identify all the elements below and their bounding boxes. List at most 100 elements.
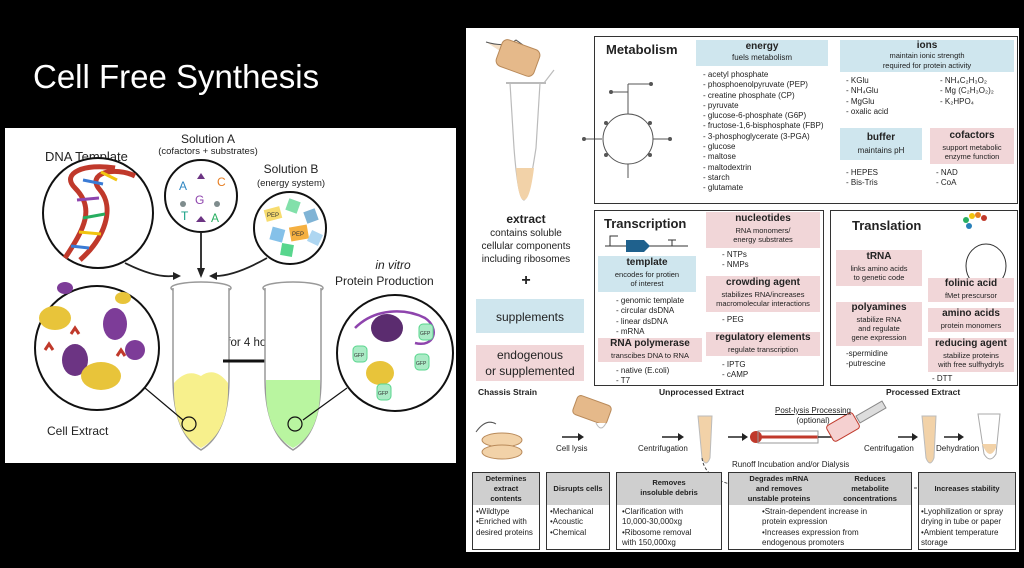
list-item: - NTPs [722, 250, 747, 259]
reducing-agent-list: - DTT [932, 374, 952, 384]
chassis-strain-label: Chassis Strain [478, 387, 538, 397]
step-1-head-2: extract [493, 484, 519, 493]
list-item: - Bis-Tris [846, 178, 878, 188]
list-item: storage [921, 537, 948, 547]
polyamines-card [836, 302, 922, 346]
list-item: protein expression [762, 517, 828, 527]
cell-lysis-label: Cell lysis [556, 444, 588, 453]
crowding-agent-card [706, 276, 820, 312]
list-item: •Enriched with [476, 517, 527, 527]
energy-sub: fuels metabolism [731, 53, 793, 62]
ions-title: ions [916, 40, 938, 51]
post-lysis-label: Post-lysis Processing [774, 406, 852, 415]
list-item: drying in tube or paper [921, 517, 1002, 527]
regulatory-card [706, 332, 820, 356]
pep-label-1: PEP [267, 213, 279, 219]
step-4-head2-2: metabolite [851, 484, 889, 493]
endogenous-line-1: endogenous [496, 348, 564, 362]
regulatory-list: - IPTG- cAMP [722, 360, 748, 381]
plus-sign: + [521, 272, 531, 289]
metabolism-title: Metabolism [606, 42, 678, 57]
crowding-agent-list: - PEG [722, 315, 744, 325]
step-2-head-1: Disrupts cells [553, 484, 603, 493]
list-item: - NH₄C₂H₃O₂ [940, 76, 987, 85]
step-1-head-1: Determines [485, 474, 527, 483]
list-item: - DTT [932, 374, 953, 383]
list-item: •Chemical [550, 527, 587, 537]
gfp-label-2: GFP [416, 361, 427, 367]
list-item: - maltodextrin [703, 162, 752, 172]
step-3-header [617, 473, 721, 505]
solution-a-title: Solution A [180, 132, 236, 146]
ions-sub-2: required for protein activity [882, 61, 972, 70]
translation-title: Translation [852, 218, 922, 233]
letter-t: T [181, 209, 189, 223]
list-item: •Lyophilization or spray [921, 507, 1004, 516]
buffer-sub: maintains pH [857, 146, 905, 155]
cofactors-list: - NAD- CoA [936, 168, 958, 189]
rna-polymerase-list: - native (E.coli)- T7 [616, 366, 669, 387]
step-3-head-2: insoluble debris [640, 488, 698, 497]
metabolism-box [594, 36, 1018, 204]
buffer-list: - HEPES- Bis-Tris [846, 168, 878, 189]
letter-g: G [195, 193, 204, 207]
right-panel: Metabolism energy fuels metabolism - ace… [466, 28, 1019, 552]
solution-a-subtitle: (cofactors + substrates) [158, 146, 258, 157]
list-item: - pyruvate [703, 100, 739, 110]
list-item: - acetyl phosphate [703, 70, 769, 79]
list-item: - circular dsDNA [616, 306, 675, 316]
rna-polymerase-title: RNA polymerase [610, 338, 690, 349]
polyamines-sub-3: gene expression [851, 333, 907, 342]
crowding-agent-sub-2: macromolecular interactions [716, 299, 810, 308]
nucleotides-title: nucleotides [735, 213, 791, 224]
list-item: - oxalic acid [846, 106, 889, 116]
list-item: - cAMP [722, 370, 749, 380]
list-item: - starch [703, 172, 730, 182]
list-item: •Clarification with [622, 507, 684, 516]
buffer-card [840, 128, 922, 160]
step-4-head-3: unstable proteins [747, 494, 811, 503]
list-item: •Wildtype [476, 507, 510, 516]
list-item: - glutamate [703, 183, 744, 193]
polyamines-sub-2: and regulate [858, 324, 900, 333]
cofactors-sub-1: support metabolic [942, 143, 1002, 152]
processed-extract-label: Processed Extract [886, 387, 961, 397]
amino-acids-title: amino acids [942, 308, 1000, 319]
list-item: - 3-phosphoglycerate (3-PGA) [703, 131, 810, 141]
crowding-agent-title: crowding agent [726, 277, 800, 288]
trna-card [836, 250, 922, 286]
transcription-title: Transcription [604, 216, 687, 231]
energy-title: energy [745, 41, 779, 52]
centrifugation-2-label: Centrifugation [864, 444, 914, 453]
endogenous-line-2: or supplemented [485, 364, 575, 378]
dehydration-label: Dehydration [936, 444, 980, 453]
ions-list-left: - KGlu- NH₄Glu- MgGlu- oxalic acid [846, 76, 888, 117]
list-item: - glucose-6-phosphate (G6P) [703, 111, 807, 121]
folinic-acid-card [928, 278, 1014, 302]
pep-label-2: PEP [292, 232, 304, 238]
list-item: - phosphoenolpyruvate (PEP) [703, 80, 808, 90]
list-item: - NH₄Glu [846, 86, 879, 96]
step-4-header [729, 473, 911, 505]
runoff-label: Runoff Incubation and/or Dialysis [732, 460, 850, 469]
step-1-head-3: contents [490, 494, 522, 503]
extract-line-3: including ribosomes [481, 254, 571, 265]
list-item: - native (E.coli) [616, 366, 670, 375]
step-2-header [547, 473, 609, 505]
polyamines-list: -spermidine-putrescine [846, 349, 888, 370]
list-item: - creatine phosphate (CP) [703, 90, 795, 100]
step-4-box [728, 472, 912, 550]
list-item: desired proteins [476, 527, 533, 537]
letter-a: A [179, 179, 187, 193]
polyamines-sub-1: stabilize RNA [856, 315, 902, 324]
list-item: - CoA [936, 178, 957, 188]
list-item: - MgGlu [846, 96, 875, 106]
step-3-head-1: Removes [652, 478, 686, 487]
optional-label: (optional) [796, 416, 830, 425]
rna-polymerase-card [598, 338, 702, 362]
list-item: endogenous promoters [762, 537, 845, 547]
step-5-box [918, 472, 1016, 550]
list-item: •Strain-dependent increase in [762, 507, 868, 516]
trna-title: tRNA [866, 251, 892, 262]
step-4-head2-3: concentrations [843, 494, 897, 503]
